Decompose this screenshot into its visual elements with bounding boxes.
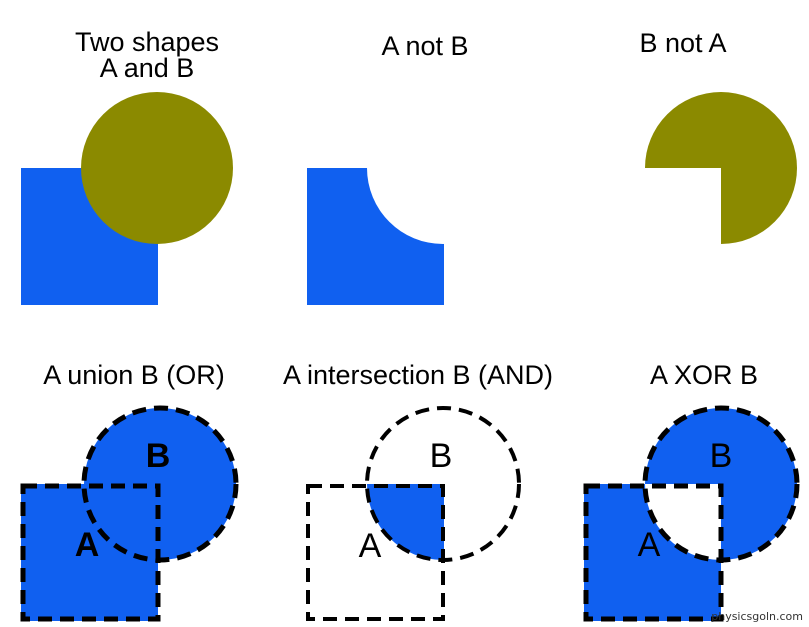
xor-title: A XOR B [649, 360, 759, 390]
b-not-a-region [645, 92, 797, 244]
a-not-b-title: A not B [381, 31, 469, 61]
two-shapes-title-line2: A and B [99, 53, 195, 83]
xor-circle-outline [642, 405, 800, 563]
panel-b-not-a [645, 92, 797, 244]
shape-b-circle [81, 92, 233, 244]
intersection-circle-outline [365, 406, 521, 562]
intersection-title: A intersection B (AND) [282, 360, 554, 390]
two-shapes-title-line1: Two shapes [74, 27, 220, 57]
xor-square-outline [583, 483, 724, 622]
union-label-a: A [75, 526, 100, 564]
panel-xor: A B [583, 405, 800, 622]
intersection-label-b: B [430, 437, 453, 475]
panel-intersection: A B [306, 406, 521, 621]
intersection-label-a: A [359, 527, 382, 565]
a-not-b-region [307, 168, 444, 305]
panel-two-shapes [21, 92, 233, 305]
union-square-outline [20, 483, 161, 622]
panel-a-not-b [307, 168, 444, 305]
watermark: physicsgoln.com [711, 610, 803, 623]
xor-label-b: B [710, 437, 733, 475]
xor-label-a: A [638, 526, 661, 564]
union-circle-outline [81, 405, 239, 563]
intersection-square-outline [306, 484, 445, 621]
b-not-a-title: B not A [639, 28, 727, 58]
union-label-b: B [146, 437, 171, 475]
union-title: A union B (OR) [43, 360, 225, 390]
panel-union: A B [20, 405, 239, 622]
